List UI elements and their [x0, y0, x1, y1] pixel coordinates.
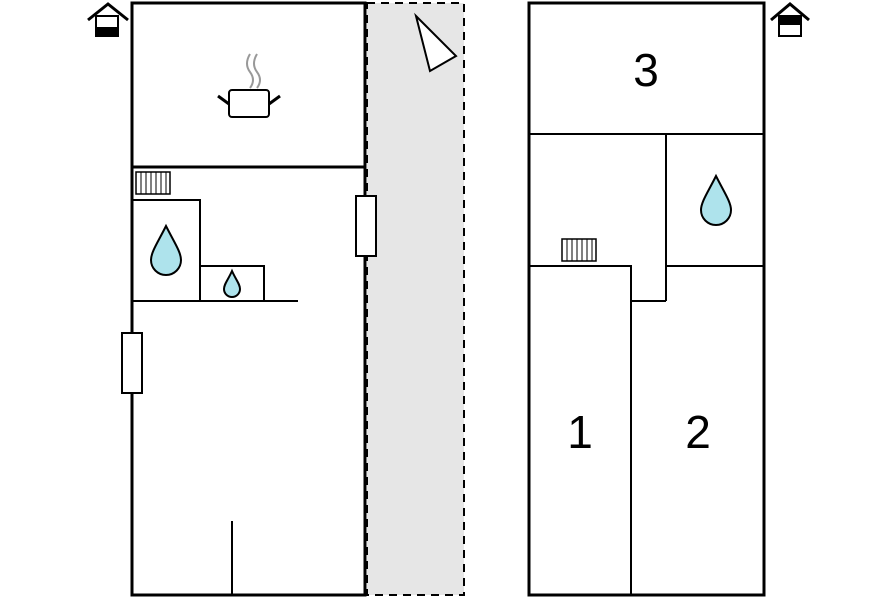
washroom-drop-icon: [222, 268, 242, 298]
terrace-area: [366, 2, 465, 596]
house-upper-floor-icon: [770, 2, 810, 37]
radiator-icon: [561, 238, 597, 262]
ground-floor-outline: [130, 1, 367, 597]
room-1-label: 1: [567, 406, 593, 458]
house-ground-floor-icon: [87, 2, 129, 37]
bathroom-wall: [132, 199, 201, 301]
room-3-label: 3: [633, 44, 659, 96]
radiator-icon: [135, 171, 171, 195]
kitchen-pot-icon: [217, 53, 281, 118]
washroom-wall: [200, 265, 265, 301]
room-2-label: 2: [685, 406, 711, 458]
upper-floor-outline: [527, 1, 766, 597]
north-arrow-icon: [414, 12, 458, 73]
window-icon: [121, 332, 143, 394]
room-1-wall: [529, 265, 632, 595]
bathroom-drop-icon: [699, 173, 733, 226]
bathroom-drop-icon: [149, 223, 183, 276]
door-icon: [355, 195, 377, 257]
